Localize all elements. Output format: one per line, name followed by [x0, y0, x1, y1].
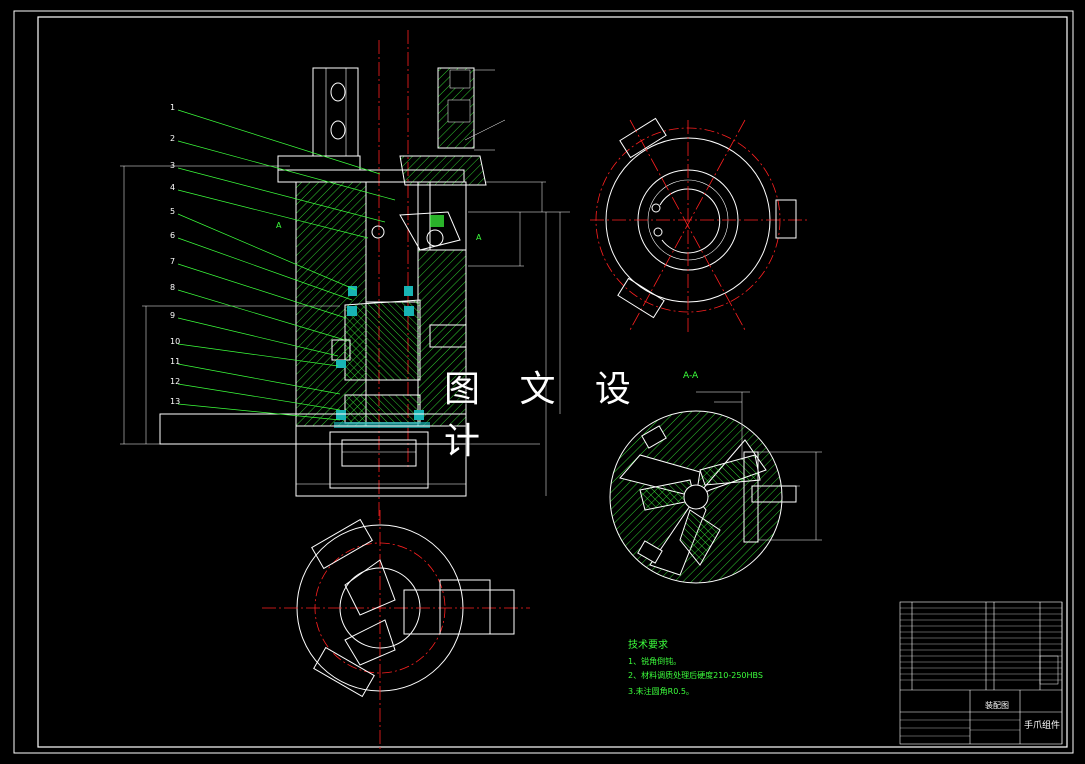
- cut-mark-right: A: [476, 233, 482, 242]
- callout-6: 6: [170, 231, 175, 240]
- callout-11: 11: [170, 357, 180, 366]
- inner-border: [37, 16, 1068, 748]
- callout-3: 3: [170, 161, 175, 170]
- tech-requirement-line-1: 1、锐角倒钝。: [628, 657, 682, 666]
- callout-9: 9: [170, 311, 175, 320]
- bottom-view: [262, 510, 530, 750]
- top-right-view: [590, 117, 810, 335]
- callout-2: 2: [170, 134, 175, 143]
- callout-13: 13: [170, 397, 180, 406]
- callout-4: 4: [170, 183, 175, 192]
- section-a-a-view: A-A: [609, 371, 822, 584]
- callout-8: 8: [170, 283, 175, 292]
- title-block-rows: [900, 607, 1062, 737]
- callout-12: 12: [170, 377, 180, 386]
- callout-1: 1: [170, 103, 175, 112]
- title-block-drawing-name: 装配图: [985, 701, 1009, 710]
- callout-5: 5: [170, 207, 175, 216]
- outer-border: [13, 10, 1074, 754]
- section-a-a-label: A-A: [683, 371, 699, 381]
- callout-7: 7: [170, 257, 175, 266]
- tech-requirements-title: 技术要求: [628, 640, 668, 651]
- cut-mark-left: A: [276, 221, 282, 230]
- tech-requirement-line-3: 3.未注圆角R0.5。: [628, 687, 694, 696]
- title-block-part-name: 手爪组件: [1024, 721, 1061, 731]
- tech-requirement-line-2: 2、材料调质处理后硬度210-250HBS: [628, 671, 763, 680]
- watermark-text: 图 文 设 计: [444, 369, 645, 462]
- callout-10: 10: [170, 337, 180, 346]
